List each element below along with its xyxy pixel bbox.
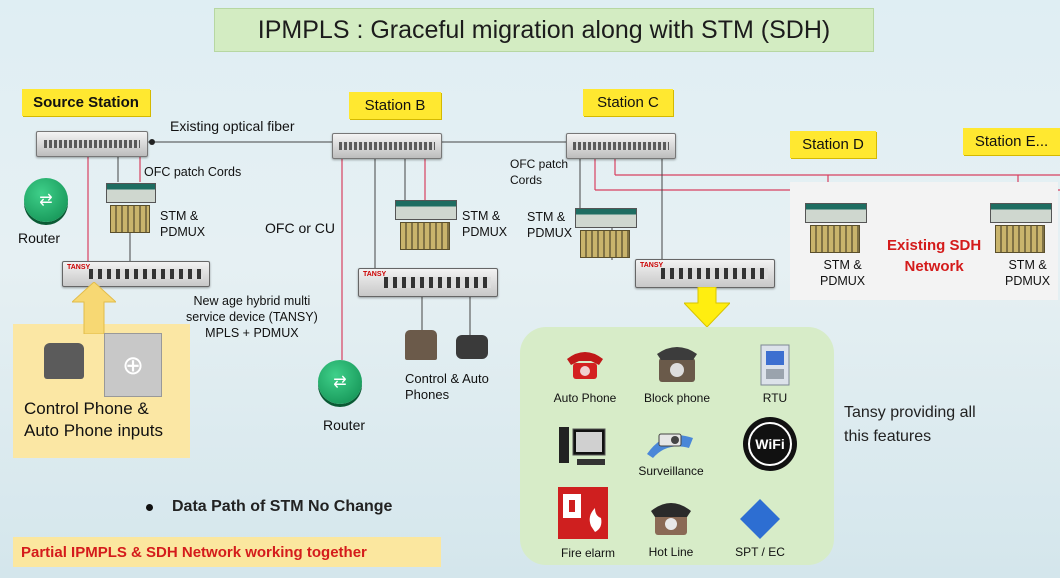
station-e-stm-label: STM & PDMUX — [1005, 258, 1051, 288]
red-phone-icon — [562, 346, 608, 382]
station-b-stm-label: STM & PDMUX — [462, 209, 508, 239]
station-e-label: Station E... — [963, 128, 1060, 155]
block-phone-icon — [654, 343, 700, 385]
station-b-router — [332, 133, 442, 159]
feature-label: Block phone — [643, 391, 711, 405]
footer-banner: Partial IPMPLS & SDH Network working tog… — [13, 537, 441, 567]
hotline-phone-icon — [648, 498, 694, 540]
source-pdmux-device — [110, 205, 150, 233]
auto-phone-keypad-icon: ⊕ — [104, 333, 162, 397]
feature-label: RTU — [762, 391, 788, 405]
svg-text:WiFi: WiFi — [755, 436, 784, 452]
station-e-pdmux-device — [995, 225, 1045, 253]
computer-icon — [557, 425, 609, 469]
source-ipmpls-router — [36, 131, 148, 157]
source-stm-device — [106, 183, 156, 203]
source-stm-label: STM & PDMUX — [160, 209, 206, 239]
tansy-tag: TANSY — [67, 264, 91, 271]
router-icon: ⇄ — [318, 360, 362, 404]
station-b-tansy-device: TANSY — [358, 268, 498, 297]
station-c-stm-device — [575, 208, 637, 228]
tansy-tag: TANSY — [640, 262, 664, 269]
station-c-stm-label: STM & PDMUX — [527, 210, 573, 240]
station-c-label: Station C — [583, 89, 673, 116]
station-c-tansy-device: TANSY — [635, 259, 775, 288]
station-d-stm-device — [805, 203, 867, 223]
diamond-icon — [738, 497, 782, 541]
data-path-note: Data Path of STM No Change — [172, 498, 393, 515]
station-b-pdmux-device — [400, 222, 450, 250]
ofc-patch-label-c: OFC patch Cords — [510, 157, 569, 187]
station-c-router — [566, 133, 676, 159]
station-d-pdmux-device — [810, 225, 860, 253]
source-router-label: Router — [18, 230, 61, 246]
ofc-or-cu-label: OFC or CU — [265, 220, 335, 236]
feature-label: Fire elarm — [560, 546, 615, 560]
feature-label: Auto Phone — [553, 391, 617, 405]
feature-label: Surveillance — [638, 464, 704, 478]
up-arrow-icon — [72, 282, 116, 334]
tansy-tag: TANSY — [363, 271, 387, 278]
station-d-stm-label: STM & PDMUX — [820, 258, 866, 288]
feature-label: SPT / EC — [735, 545, 785, 559]
ofc-patch-label: OFC patch Cords — [144, 165, 242, 179]
inputs-label: Control Phone & Auto Phone inputs — [24, 399, 163, 440]
control-auto-phones-label: Control & Auto Phones — [405, 371, 489, 402]
router-icon: ⇄ — [24, 178, 68, 222]
wifi-icon: WiFi — [740, 414, 800, 474]
tansy-description: New age hybrid multi service device (TAN… — [186, 294, 318, 340]
page-title: IPMPLS : Graceful migration along with S… — [214, 8, 874, 52]
auto-phone-icon — [456, 335, 488, 359]
station-b-router-label: Router — [323, 417, 366, 433]
station-b-label: Station B — [349, 92, 441, 119]
feature-label: Hot Line — [648, 545, 694, 559]
bullet-icon — [146, 504, 153, 511]
station-d-label: Station D — [790, 131, 876, 158]
source-station-label: Source Station — [22, 89, 150, 116]
source-tansy-device: TANSY — [62, 261, 210, 287]
control-phone-icon — [44, 343, 84, 379]
existing-fiber-label: Existing optical fiber — [170, 118, 295, 134]
control-phone-icon — [405, 330, 437, 360]
station-b-stm-device — [395, 200, 457, 220]
tansy-providing-label: Tansy providing all this features — [844, 404, 976, 445]
camera-icon — [645, 423, 697, 461]
station-e-stm-device — [990, 203, 1052, 223]
rtu-icon — [758, 343, 792, 387]
fire-alarm-icon — [557, 486, 609, 540]
down-arrow-icon — [684, 287, 730, 327]
station-c-pdmux-device — [580, 230, 630, 258]
existing-sdh-label: Existing SDH Network — [887, 237, 982, 275]
